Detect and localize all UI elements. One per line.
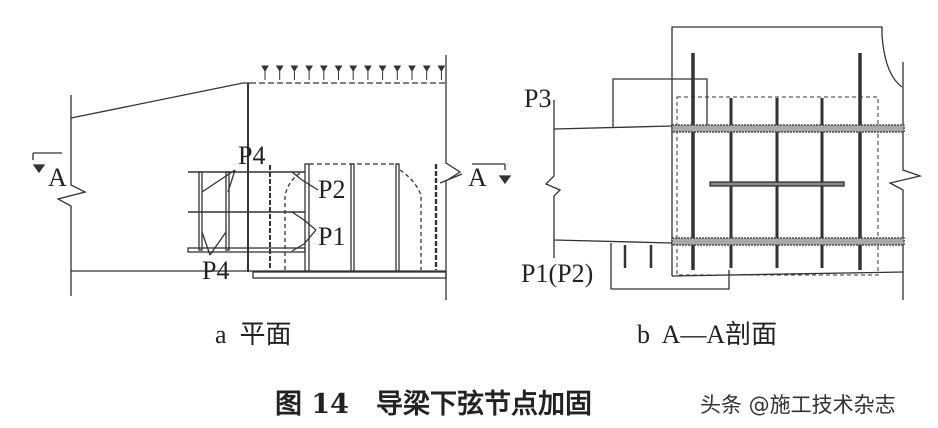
load-triangle-icon [349, 65, 358, 80]
label-p1-p2: P1(P2) [521, 259, 593, 288]
leader-a-right [439, 173, 463, 184]
section-arrow-left-head [32, 164, 46, 174]
stiffener-2 [225, 171, 230, 251]
section-arrow-right [472, 163, 506, 170]
right-break-edge [888, 62, 923, 300]
beam-bottom-line [553, 239, 673, 244]
leader-p1 [291, 211, 317, 252]
slanted-top-chord [70, 82, 250, 119]
hatched-bar-top [671, 124, 905, 133]
label-p2: P2 [318, 175, 345, 204]
load-triangle-icon [334, 65, 343, 80]
section-arrow-left [32, 152, 62, 160]
beam-left-edge [544, 100, 562, 258]
outer-outline [671, 26, 903, 276]
section-arrow-right-head [498, 175, 512, 185]
hatched-bar-bottom [671, 237, 905, 246]
plate-p1 [304, 163, 310, 272]
leader-p2 [291, 171, 319, 191]
section-view: P3 P1(P2) [521, 26, 923, 300]
beam-top-line [553, 125, 673, 130]
dashed-box [676, 96, 879, 276]
label-p3: P3 [524, 84, 551, 113]
watermark: 头条 @施工技术杂志 [700, 393, 896, 417]
plan-view: A A P4 P2 P1 P4 [32, 55, 512, 300]
caption-section: b A—A剖面 [637, 320, 777, 349]
middle-bar [709, 181, 845, 187]
plate-3 [395, 163, 400, 272]
load-triangle-icon [437, 65, 446, 80]
label-p4-top: P4 [238, 141, 265, 170]
load-triangle-icon [422, 65, 431, 80]
load-triangle-icon [305, 65, 313, 80]
plate-2 [350, 163, 355, 272]
figure-title: 图 14 导梁下弦节点加固 [275, 389, 592, 420]
section-mark-right: A [468, 163, 487, 192]
load-triangles [261, 65, 446, 80]
dashed-curve-p2 [284, 171, 303, 270]
bottom-plate [252, 271, 447, 279]
label-p1: P1 [318, 222, 345, 251]
lower-bracket [610, 243, 730, 290]
right-beam-edge [445, 55, 462, 300]
caption-plan: a 平面 [215, 320, 292, 349]
load-triangle-icon [408, 65, 416, 80]
leader-p4-bottom [201, 231, 227, 256]
leader-p4-top [201, 169, 236, 193]
load-triangle-icon [290, 65, 299, 80]
load-triangle-icon [364, 65, 372, 80]
bar-lower [187, 247, 306, 253]
section-mark-left: A [48, 163, 67, 192]
left-beam-edge [56, 95, 87, 296]
load-triangle-icon [319, 65, 328, 80]
load-triangle-icon [275, 65, 284, 80]
dashed-curve-right [399, 169, 422, 270]
stiffener-1 [198, 171, 203, 251]
load-triangle-icon [261, 65, 269, 80]
load-triangle-icon [393, 65, 402, 80]
upper-bracket [612, 78, 708, 127]
load-triangle-icon [378, 65, 387, 80]
label-p4-bottom: P4 [202, 256, 229, 285]
